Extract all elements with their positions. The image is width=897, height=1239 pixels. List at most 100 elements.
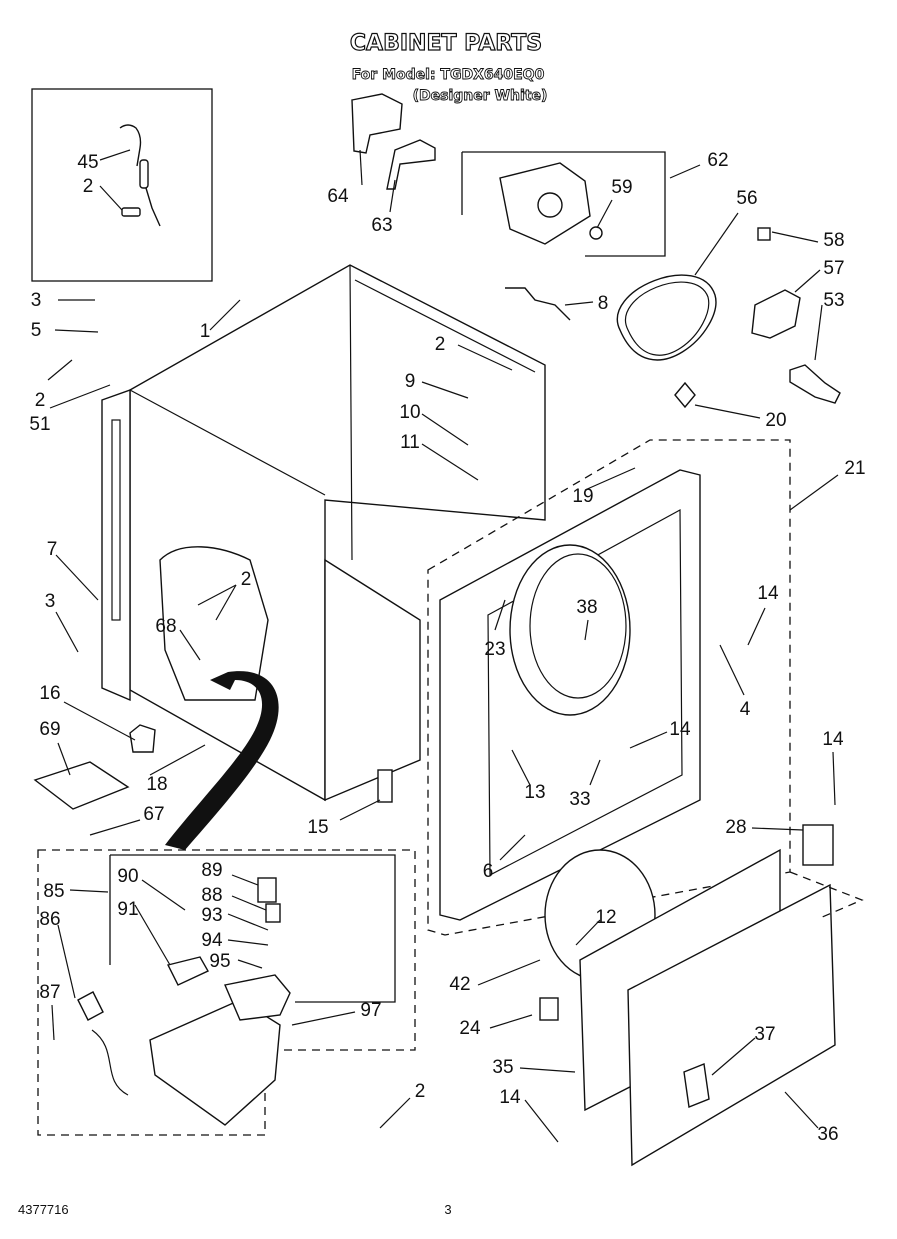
- callout-89: 89: [201, 860, 222, 881]
- callout-38: 38: [576, 597, 597, 618]
- callout-35: 35: [492, 1057, 513, 1078]
- callout-16: 16: [39, 683, 60, 704]
- callout-90: 90: [117, 866, 138, 887]
- callout-45: 45: [77, 152, 98, 173]
- hinge-dash-line: [789, 871, 864, 919]
- callout-18: 18: [146, 774, 167, 795]
- callout-12: 12: [595, 907, 616, 928]
- callout-7: 7: [47, 539, 58, 560]
- leader-lines: [47, 149, 839, 1143]
- screw-part-58: [757, 227, 771, 241]
- callout-88: 88: [201, 885, 222, 906]
- model-line: For Model: TGDX640EQ0: [352, 67, 545, 83]
- bracket-part-57: [751, 289, 801, 339]
- callout-1: 1: [200, 321, 211, 342]
- callout-5: 5: [31, 320, 42, 341]
- foot-part-20: [674, 381, 696, 409]
- callout-33: 33: [569, 789, 590, 810]
- thermal-fuse-part: [139, 159, 149, 189]
- callout-20: 20: [765, 410, 786, 431]
- callout-94: 94: [201, 930, 223, 951]
- callout-68: 68: [155, 616, 176, 637]
- callout-64: 64: [327, 186, 349, 207]
- side-slot: [111, 419, 121, 621]
- callout-14-d: 14: [499, 1087, 521, 1108]
- burner-assembly-part: [149, 999, 281, 1126]
- leveling-leg-part-16: [129, 724, 156, 753]
- document-number: 4377716: [18, 1202, 69, 1217]
- callout-97: 97: [360, 1000, 381, 1021]
- bracket-part-63: [386, 139, 436, 190]
- callout-56: 56: [736, 188, 757, 209]
- bracket-part-64: [351, 93, 403, 154]
- callout-28: 28: [725, 817, 746, 838]
- callout-36: 36: [817, 1124, 838, 1145]
- switch-part-15: [377, 769, 393, 803]
- door-handle-part-37: [683, 1063, 710, 1108]
- wire-part-8: [505, 287, 571, 321]
- callout-15: 15: [307, 817, 328, 838]
- color-line: (Designer White): [413, 88, 548, 104]
- callout-95: 95: [209, 951, 230, 972]
- callout-86: 86: [39, 909, 60, 930]
- callout-23: 23: [484, 639, 505, 660]
- callout-21: 21: [844, 458, 865, 479]
- wire-harness-part: [119, 124, 142, 167]
- burner-group-67: [37, 849, 416, 1136]
- bracket-part-91: [166, 956, 209, 986]
- hinge-part-28: [802, 824, 834, 866]
- callout-6: 6: [483, 861, 494, 882]
- duct-arrow-part: [165, 671, 279, 850]
- pulley-clip-part: [589, 226, 603, 240]
- door-opening-inner: [529, 553, 627, 699]
- callout-62: 62: [707, 150, 728, 171]
- callout-2-d: 2: [241, 569, 252, 590]
- door-outer-part-36: [627, 883, 836, 1167]
- page-title: CABINET PARTS: [350, 31, 542, 56]
- side-panel-part: [101, 389, 131, 702]
- idler-part-53: [789, 364, 841, 404]
- callout-67: 67: [143, 804, 164, 825]
- callout-14-c: 14: [822, 729, 844, 750]
- igniter-part-86: [77, 991, 104, 1021]
- callout-87: 87: [39, 982, 60, 1003]
- inset-box-harness: [31, 88, 213, 282]
- callout-57: 57: [823, 258, 844, 279]
- callout-93: 93: [201, 905, 222, 926]
- callout-58: 58: [823, 230, 844, 251]
- door-opening-part-38: [509, 544, 631, 716]
- callout-69: 69: [39, 719, 60, 740]
- motor-shaft-part: [537, 192, 563, 218]
- page-number: 3: [444, 1202, 451, 1217]
- callout-8: 8: [598, 293, 609, 314]
- valve-group-85: [109, 854, 396, 1003]
- callout-2-a: 2: [83, 176, 94, 197]
- callout-9: 9: [405, 371, 416, 392]
- cutaway-view: [159, 546, 269, 701]
- coil-part-89: [257, 877, 277, 903]
- cabinet-edges: [129, 264, 536, 561]
- callout-42: 42: [449, 974, 470, 995]
- catch-part-24: [539, 997, 559, 1021]
- callout-51: 51: [29, 414, 50, 435]
- pad-part-69: [33, 761, 130, 810]
- callout-59: 59: [611, 177, 632, 198]
- coil-part-88: [265, 903, 281, 923]
- inset-box-motor: [461, 151, 666, 257]
- callout-3-a: 3: [31, 290, 42, 311]
- cabinet-base-part: [324, 558, 421, 802]
- callout-63: 63: [371, 215, 392, 236]
- callout-10: 10: [399, 402, 420, 423]
- front-panel-inner: [487, 508, 683, 876]
- callout-85: 85: [43, 881, 64, 902]
- callout-3-b: 3: [45, 591, 56, 612]
- wire-lead-part: [145, 187, 161, 227]
- callout-2-b: 2: [35, 390, 46, 411]
- screw-part: [121, 207, 141, 217]
- gas-valve-part: [224, 974, 291, 1021]
- callout-19: 19: [572, 486, 593, 507]
- callout-2-e: 2: [415, 1081, 426, 1102]
- callout-37: 37: [754, 1024, 775, 1045]
